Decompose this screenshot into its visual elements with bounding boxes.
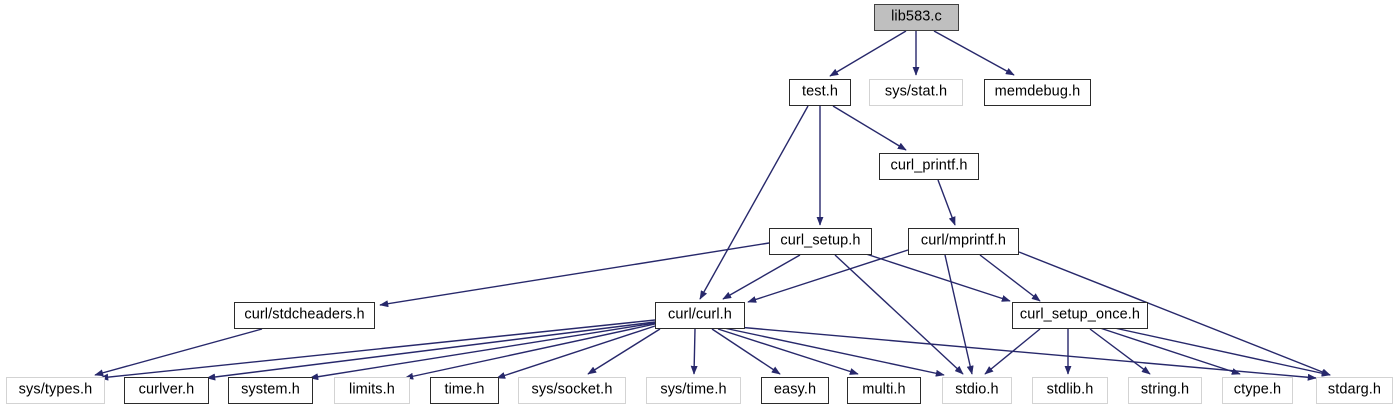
graph-node-test[interactable]: test.h (789, 79, 851, 106)
graph-edge-setuponce-to-ctype (1099, 327, 1241, 375)
graph-node-label: string.h (1140, 381, 1190, 398)
graph-edge-mprintf-to-curlcurl (747, 249, 909, 303)
graph-node-label: multi.h (862, 381, 906, 398)
graph-node-stdio[interactable]: stdio.h (942, 377, 1012, 404)
graph-node-label: curl/stdcheaders.h (244, 306, 365, 323)
graph-node-label: stdlib.h (1046, 381, 1094, 398)
graph-node-label: system.h (241, 381, 300, 398)
graph-edge-setuponce-to-stdio (984, 328, 1041, 375)
graph-edge-curlsetup-to-curlcurl (722, 254, 801, 300)
graph-node-curlsetup[interactable]: curl_setup.h (769, 228, 872, 255)
graph-node-label: curlver.h (138, 381, 195, 398)
graph-edge-curlcurl-to-systypes (99, 319, 656, 381)
graph-node-sysstat[interactable]: sys/stat.h (869, 79, 963, 106)
graph-node-label: easy.h (773, 381, 817, 398)
graph-edge-setuponce-to-string (1089, 328, 1151, 375)
graph-edge-curlsetup-to-stdio (834, 254, 964, 375)
graph-edge-lib583-to-test (829, 30, 907, 77)
graph-node-stdcheaders[interactable]: curl/stdcheaders.h (234, 302, 375, 329)
graph-edge-mprintf-to-setuponce (979, 254, 1041, 302)
graph-edge-curlcurl-to-systime (690, 328, 698, 375)
graph-node-system[interactable]: system.h (228, 377, 313, 404)
graph-node-stdarg[interactable]: stdarg.h (1316, 377, 1393, 404)
graph-edge-test-to-curlcurl (699, 105, 809, 300)
graph-node-label: curl/curl.h (668, 306, 732, 323)
graph-node-label: curl_setup_once.h (1019, 306, 1141, 323)
graph-edge-setuponce-to-stdarg (1109, 326, 1331, 377)
graph-node-curlprintf[interactable]: curl_printf.h (879, 153, 979, 180)
graph-edge-curlcurl-to-curlver (206, 321, 656, 381)
graph-edge-curlcurl-to-syssocket (587, 328, 661, 375)
graph-node-label: lib583.c (891, 8, 942, 25)
graph-node-label: stdarg.h (1327, 381, 1382, 398)
graph-node-label: curl_setup.h (780, 232, 861, 249)
graph-node-label: limits.h (349, 381, 395, 398)
graph-node-curlver[interactable]: curlver.h (124, 377, 209, 404)
graph-node-memdebug[interactable]: memdebug.h (984, 79, 1091, 106)
graph-node-systime[interactable]: sys/time.h (646, 377, 741, 404)
graph-node-mprintf[interactable]: curl/mprintf.h (908, 228, 1019, 255)
graph-node-label: curl_printf.h (890, 157, 968, 174)
graph-edge-mprintf-to-stdio (944, 254, 974, 375)
graph-node-label: sys/types.h (18, 381, 93, 398)
graph-node-systypes[interactable]: sys/types.h (6, 377, 105, 404)
graph-node-label: test.h (801, 83, 839, 100)
graph-edge-lib583-to-memdebug (933, 30, 1015, 76)
graph-node-lib583[interactable]: lib583.c (874, 4, 959, 31)
graph-edge-curlcurl-to-limits (404, 323, 656, 380)
graph-node-syssocket[interactable]: sys/socket.h (518, 377, 626, 404)
graph-edge-curlcurl-to-multi (717, 328, 859, 375)
graph-node-string[interactable]: string.h (1128, 377, 1202, 404)
graph-edge-curlcurl-to-stdio (723, 327, 945, 377)
graph-edge-curlsetup-to-stdcheaders (379, 242, 770, 308)
graph-edge-curlcurl-to-time (496, 325, 656, 379)
graph-node-label: ctype.h (1233, 381, 1282, 398)
graph-edge-curlcurl-to-stdarg (725, 325, 1317, 381)
graph-edge-stdcheaders-to-systypes (94, 328, 263, 377)
graph-node-label: sys/stat.h (884, 83, 948, 100)
graph-edge-test-to-curlprintf (832, 105, 907, 151)
graph-node-label: sys/time.h (660, 381, 727, 398)
graph-node-label: stdio.h (955, 381, 999, 398)
graph-node-time[interactable]: time.h (430, 377, 499, 404)
graph-node-stdlib[interactable]: stdlib.h (1032, 377, 1108, 404)
graph-node-multi[interactable]: multi.h (847, 377, 921, 404)
graph-edge-curlcurl-to-easy (711, 328, 781, 375)
graph-node-easy[interactable]: easy.h (761, 377, 829, 404)
graph-edge-curlcurl-to-system (309, 322, 656, 381)
graph-node-curlcurl[interactable]: curl/curl.h (655, 302, 745, 329)
graph-node-label: memdebug.h (994, 83, 1081, 100)
graph-edge-curlsetup-to-setuponce (859, 251, 1011, 302)
graph-edge-curlprintf-to-mprintf (937, 179, 956, 226)
graph-node-label: time.h (444, 381, 485, 398)
graph-node-ctype[interactable]: ctype.h (1222, 377, 1293, 404)
graph-node-setuponce[interactable]: curl_setup_once.h (1012, 302, 1148, 329)
graph-node-limits[interactable]: limits.h (334, 377, 410, 404)
graph-node-label: curl/mprintf.h (920, 232, 1007, 249)
graph-node-label: sys/socket.h (531, 381, 613, 398)
